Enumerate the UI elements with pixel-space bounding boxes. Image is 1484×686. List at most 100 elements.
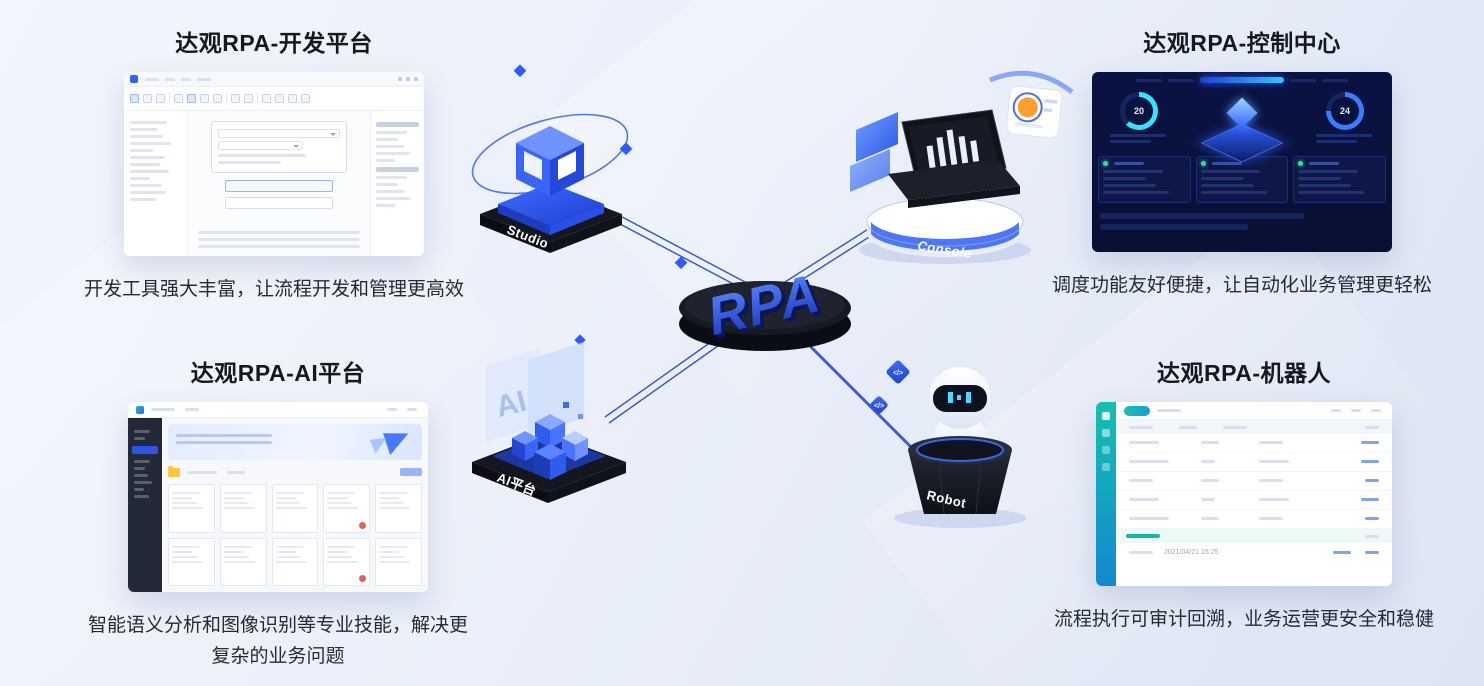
app-logo-icon [130,75,138,83]
dev-flow-step [224,180,334,192]
rpa-architecture-diagram: Studio [471,64,1074,528]
svg-text:</>: </> [874,403,884,410]
ai-content [162,418,428,592]
ai-toolbar [168,465,422,479]
dev-toolbar [124,87,424,111]
doc-thumbnail [271,484,319,533]
robot-node: </> </> Robot [870,360,1026,528]
cc-header [1092,72,1392,88]
gauge-right-value: 24 [1331,97,1359,125]
doc-thumbnail [219,537,267,586]
robot-section-header [1116,529,1392,543]
maximize-icon [406,77,410,81]
doc-thumbnail [323,484,371,533]
robot-topbar [1116,402,1392,420]
cc-gauge-right: 24 [1306,90,1384,152]
status-online-icon [1298,161,1304,166]
dev-activity-tree-panel [124,111,188,256]
cc-table-rows [1092,203,1392,230]
dev-dropdown [218,129,340,138]
code-diamond-icon: </> [870,396,888,414]
home-icon [1102,412,1110,420]
ai-document-grid [168,484,422,586]
control-center-screenshot: 20 24 [1092,72,1392,252]
robot-footer-row: 2021/04/21 15:25 [1116,543,1392,562]
close-icon [414,77,418,81]
iso-cube-icon [1226,97,1258,129]
ai-platform-screenshot [128,402,428,592]
doc-thumbnail [168,484,215,533]
cc-gauge-left: 20 [1100,90,1178,152]
cc-isometric-platform [1178,90,1306,163]
list-icon [1102,429,1110,437]
folder-icon [168,465,180,477]
doc-thumbnail [219,484,267,533]
dev-log-panel [194,225,364,252]
section-accent-bar [1126,534,1160,538]
doc-thumbnail [168,537,215,586]
code-diamond-icon: </> [886,360,910,384]
gauge-donut: 24 [1326,92,1364,130]
ai-logo-icon [136,405,144,414]
ai-topbar [128,402,428,418]
red-seal-icon [359,575,367,582]
dev-flow-step [224,197,334,209]
console-node: Console [850,70,1074,264]
gear-icon [1102,463,1110,471]
rpa-hub: RPA RPA [674,256,851,351]
ai-action-button [400,468,422,476]
chart-bars-icon [926,129,980,169]
robot-logo-icon [1124,405,1150,416]
diamond-accent-icon [513,64,527,78]
robot-main: 2021/04/21 15:25 [1116,402,1392,586]
robot-table-header [1116,420,1392,434]
robot-screenshot: 2021/04/21 15:25 [1096,402,1392,586]
dev-titlebar [124,72,424,87]
red-seal-icon [359,521,367,529]
cc-robot-cards [1092,152,1392,203]
doc-thumbnail [323,537,371,586]
gauge-donut: 20 [1120,92,1158,130]
ai-caption: 智能语义分析和图像识别等专业技能，解决更复杂的业务问题 [87,615,468,668]
status-online-icon [1103,161,1108,166]
robot-table-row [1116,491,1392,510]
clock-icon [1102,446,1110,454]
doc-thumbnail [375,484,422,533]
robot-table-row [1116,453,1392,472]
cc-robot-card [1293,156,1387,203]
section-control-center: 达观RPA-控制中心 20 [1040,24,1444,301]
cc-robot-card [1195,156,1289,203]
ai-node: AI AI平台 [472,334,626,503]
ai-sidebar [128,418,162,592]
robot-table-row [1116,472,1392,491]
section-dev-platform: 达观RPA-开发平台 [72,24,476,305]
dev-properties-panel [370,111,424,256]
report-card-icon [1006,85,1063,139]
dev-studio-screenshot [124,72,424,256]
status-online-icon [1200,161,1206,166]
cc-title-glow [1200,77,1284,83]
section-robot: 达观RPA-机器人 [1042,354,1446,635]
section-ai-platform: 达观RPA-AI平台 [76,354,480,673]
robot-side-rail [1096,402,1116,586]
dev-title: 达观RPA-开发平台 [175,30,373,56]
ai-body [128,418,428,592]
dev-flow-canvas [188,111,370,256]
ai-sidebar-active-item [132,446,158,454]
control-caption: 调度功能友好便捷，让自动化业务管理更轻松 [1051,275,1432,296]
robot-caption: 流程执行可审计回溯，业务运营更安全和稳健 [1053,609,1434,630]
doc-thumbnail [375,537,422,586]
doc-thumbnail [271,537,319,586]
ai-banner [168,424,422,460]
robot-table-row [1116,510,1392,529]
dev-dropdown [218,141,304,150]
ai-title: 达观RPA-AI平台 [190,360,366,386]
control-title: 达观RPA-控制中心 [1143,30,1341,56]
dev-flow-step-card [211,121,347,173]
dev-caption: 开发工具强大丰富，让流程开发和管理更高效 [83,279,464,300]
studio-node: Studio [471,64,633,253]
robot-table-row [1116,434,1392,453]
execution-timestamp: 2021/04/21 15:25 [1164,549,1219,556]
dev-body [124,111,424,256]
